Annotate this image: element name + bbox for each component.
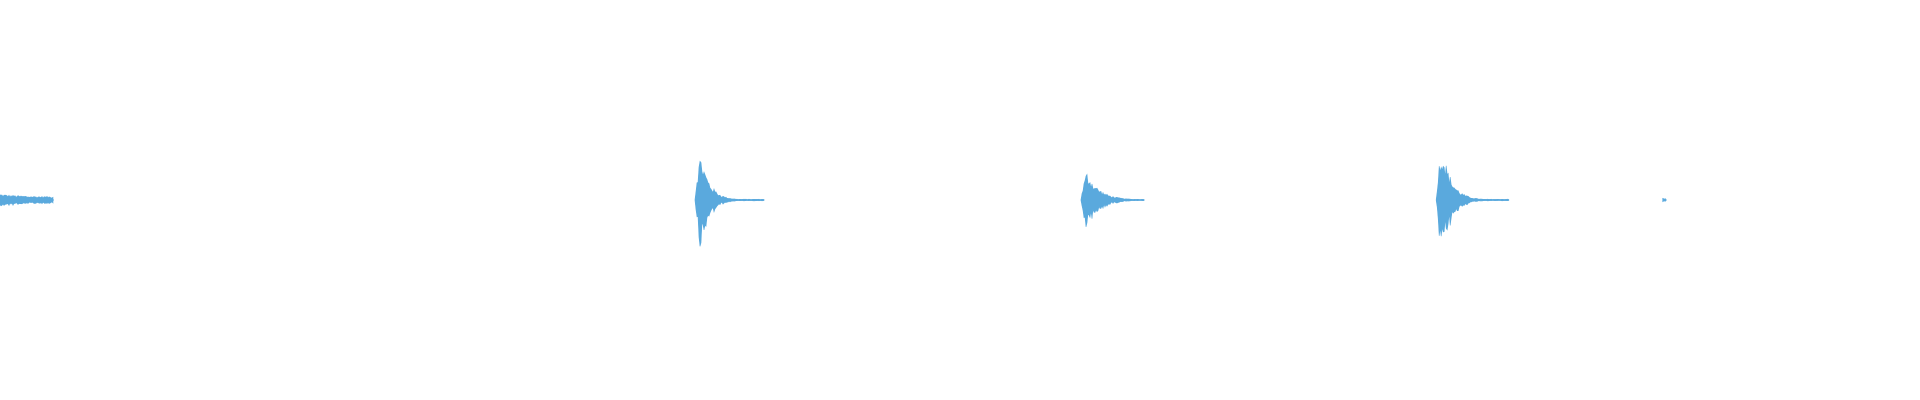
waveform-events bbox=[0, 160, 1667, 247]
